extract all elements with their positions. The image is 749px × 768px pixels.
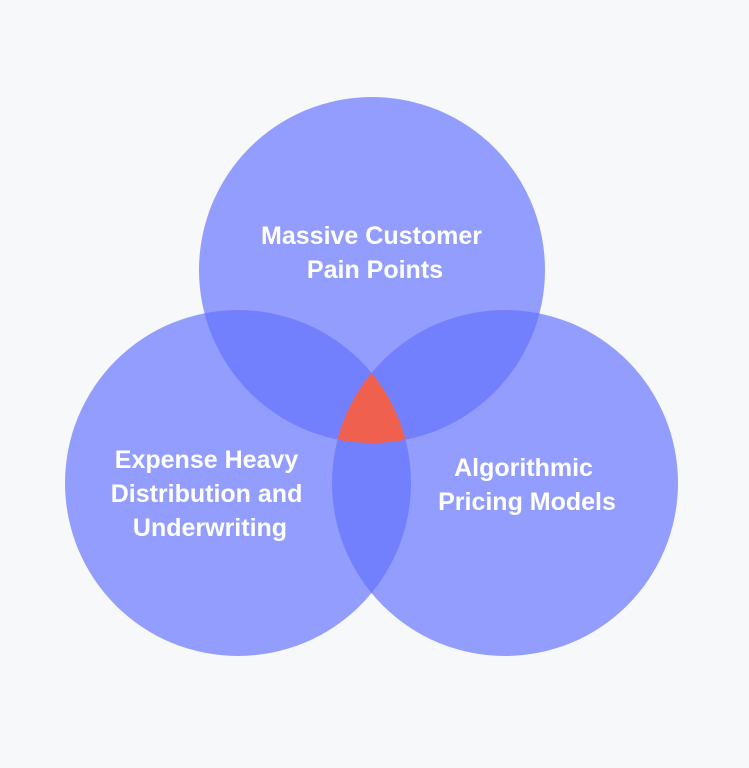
label-top-line: Massive Customer bbox=[261, 222, 482, 250]
label-left-line: Distribution and bbox=[111, 480, 303, 508]
label-left-line: Expense Heavy bbox=[115, 446, 299, 474]
label-right-line: Pricing Models bbox=[438, 488, 616, 516]
label-left-line: Underwriting bbox=[133, 514, 287, 542]
label-right-line: Algorithmic bbox=[454, 454, 593, 482]
overlap-top-left bbox=[199, 310, 411, 443]
overlap-top-right bbox=[332, 310, 545, 443]
label-top-line: Pain Points bbox=[307, 256, 443, 284]
label-right: Algorithmic Pricing Models bbox=[438, 454, 616, 516]
label-top: Massive Customer Pain Points bbox=[261, 222, 489, 284]
label-left: Expense Heavy Distribution and Underwrit… bbox=[111, 446, 310, 542]
